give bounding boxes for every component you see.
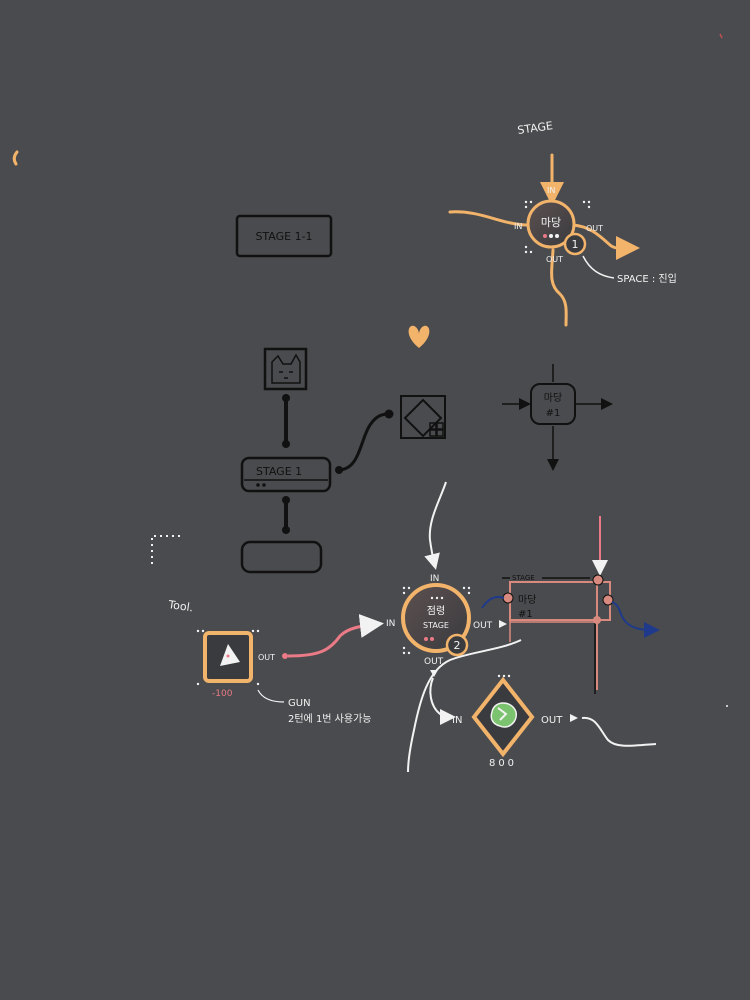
node-status-dot [430, 637, 434, 641]
salmon-port[interactable] [602, 594, 614, 606]
capture-stage-node[interactable] [401, 583, 471, 653]
capture-out-port[interactable] [499, 620, 507, 628]
madang-node[interactable] [526, 199, 576, 249]
capture-stage-badge-number: 2 [454, 639, 461, 652]
madang-to-out-link [611, 601, 660, 638]
stray-mark [12, 150, 19, 166]
flow-link-dot [282, 440, 290, 448]
stage-1-node[interactable] [240, 456, 332, 493]
madang-sketch-line1: 마당 [544, 392, 562, 404]
white-branch [429, 677, 456, 725]
corner-dots [196, 629, 260, 686]
stray-mark-top-right [719, 33, 723, 39]
flow-link-curve [337, 412, 389, 472]
stage-1-label: STAGE 1 [256, 465, 302, 478]
stray-dot [726, 705, 728, 707]
flow-link-dot [282, 496, 290, 504]
capture-stage-line1: 점령 [427, 605, 445, 617]
gun-description: 2턴에 1번 사용가능 [288, 713, 371, 725]
capture-in-left: IN [386, 619, 395, 629]
capture-in-top: IN [430, 574, 439, 584]
empty-stage-node[interactable] [240, 540, 323, 574]
gun-icon [220, 644, 240, 666]
gun-cost: -100 [212, 689, 233, 699]
gun-name: GUN [288, 698, 311, 709]
node-badge-number: 1 [572, 238, 579, 251]
capture-stage-badge [445, 633, 469, 657]
space-note: SPACE : 진입 [617, 272, 677, 285]
node-status-dot [549, 234, 553, 238]
madang-sketch-node[interactable] [530, 383, 576, 425]
capture-to-madang-link [481, 596, 505, 609]
capture-out-bottom: OUT [424, 657, 444, 667]
heart-icon [408, 325, 430, 348]
node-status-dot [555, 234, 559, 238]
stage-1-1-box[interactable] [235, 214, 333, 258]
out-bottom-label: OUT [546, 255, 563, 264]
reward-out-port[interactable] [570, 714, 578, 722]
reward-out-link [581, 716, 657, 747]
flow-link-dot [335, 466, 343, 474]
flow-link-dot [282, 394, 290, 402]
selection-corner [151, 535, 184, 564]
diamond-icon [403, 398, 443, 438]
madang-sketch-connectors [502, 364, 613, 471]
tool-label: Tool. [167, 598, 194, 614]
corner-dots [402, 586, 471, 655]
stage-1-dot [256, 483, 260, 487]
white-long-curve [407, 639, 522, 773]
madang-node-label: 마당 [541, 216, 561, 229]
gun-icon-dot [226, 654, 230, 658]
madang-sketch-line2: #1 [546, 408, 561, 419]
top-stage-connectors [448, 153, 640, 327]
salmon-port[interactable] [592, 574, 604, 586]
space-note-leader [582, 255, 615, 279]
cat-icon [271, 353, 301, 384]
reward-in-label: IN [452, 715, 462, 726]
node-badge [563, 232, 587, 256]
flow-link-dot [384, 409, 394, 419]
gun-out-port[interactable] [282, 653, 288, 659]
corner-dots [524, 200, 591, 254]
flow-link-dot [282, 526, 290, 534]
out-right-label: OUT [586, 224, 603, 233]
in-top-label: IN [547, 186, 555, 195]
white-input-line [424, 481, 447, 570]
diamond-grid-box[interactable] [400, 395, 446, 439]
gun-desc-leader [257, 689, 285, 703]
stage-1-1-label: STAGE 1-1 [255, 230, 312, 243]
stage-title-label: STAGE [517, 119, 554, 137]
node-status-dot [543, 234, 547, 238]
reward-value: 800 [489, 758, 517, 769]
in-left-label: IN [514, 222, 522, 231]
node-top-dots [430, 596, 444, 600]
salmon-port[interactable] [593, 616, 601, 624]
gun-to-stage-link [287, 614, 384, 658]
salmon-port[interactable] [502, 592, 514, 604]
capture-out-right: OUT [473, 621, 493, 631]
stage-1-dot [262, 483, 266, 487]
gun-out-label: OUT [258, 653, 275, 662]
capture-stage-line2: STAGE [423, 621, 449, 630]
stage-tag-label: STAGE [512, 574, 535, 582]
madang2-line2: #1 [518, 609, 533, 620]
madang2-line1: 마당 [518, 594, 536, 606]
grid-icon [429, 422, 444, 437]
reward-out-label: OUT [541, 715, 563, 726]
cat-icon-box[interactable] [263, 347, 308, 391]
madang-frame-lower [509, 620, 596, 642]
node-status-dot [424, 637, 428, 641]
reward-icon-highlight [497, 707, 508, 721]
corner-dots [497, 674, 511, 678]
